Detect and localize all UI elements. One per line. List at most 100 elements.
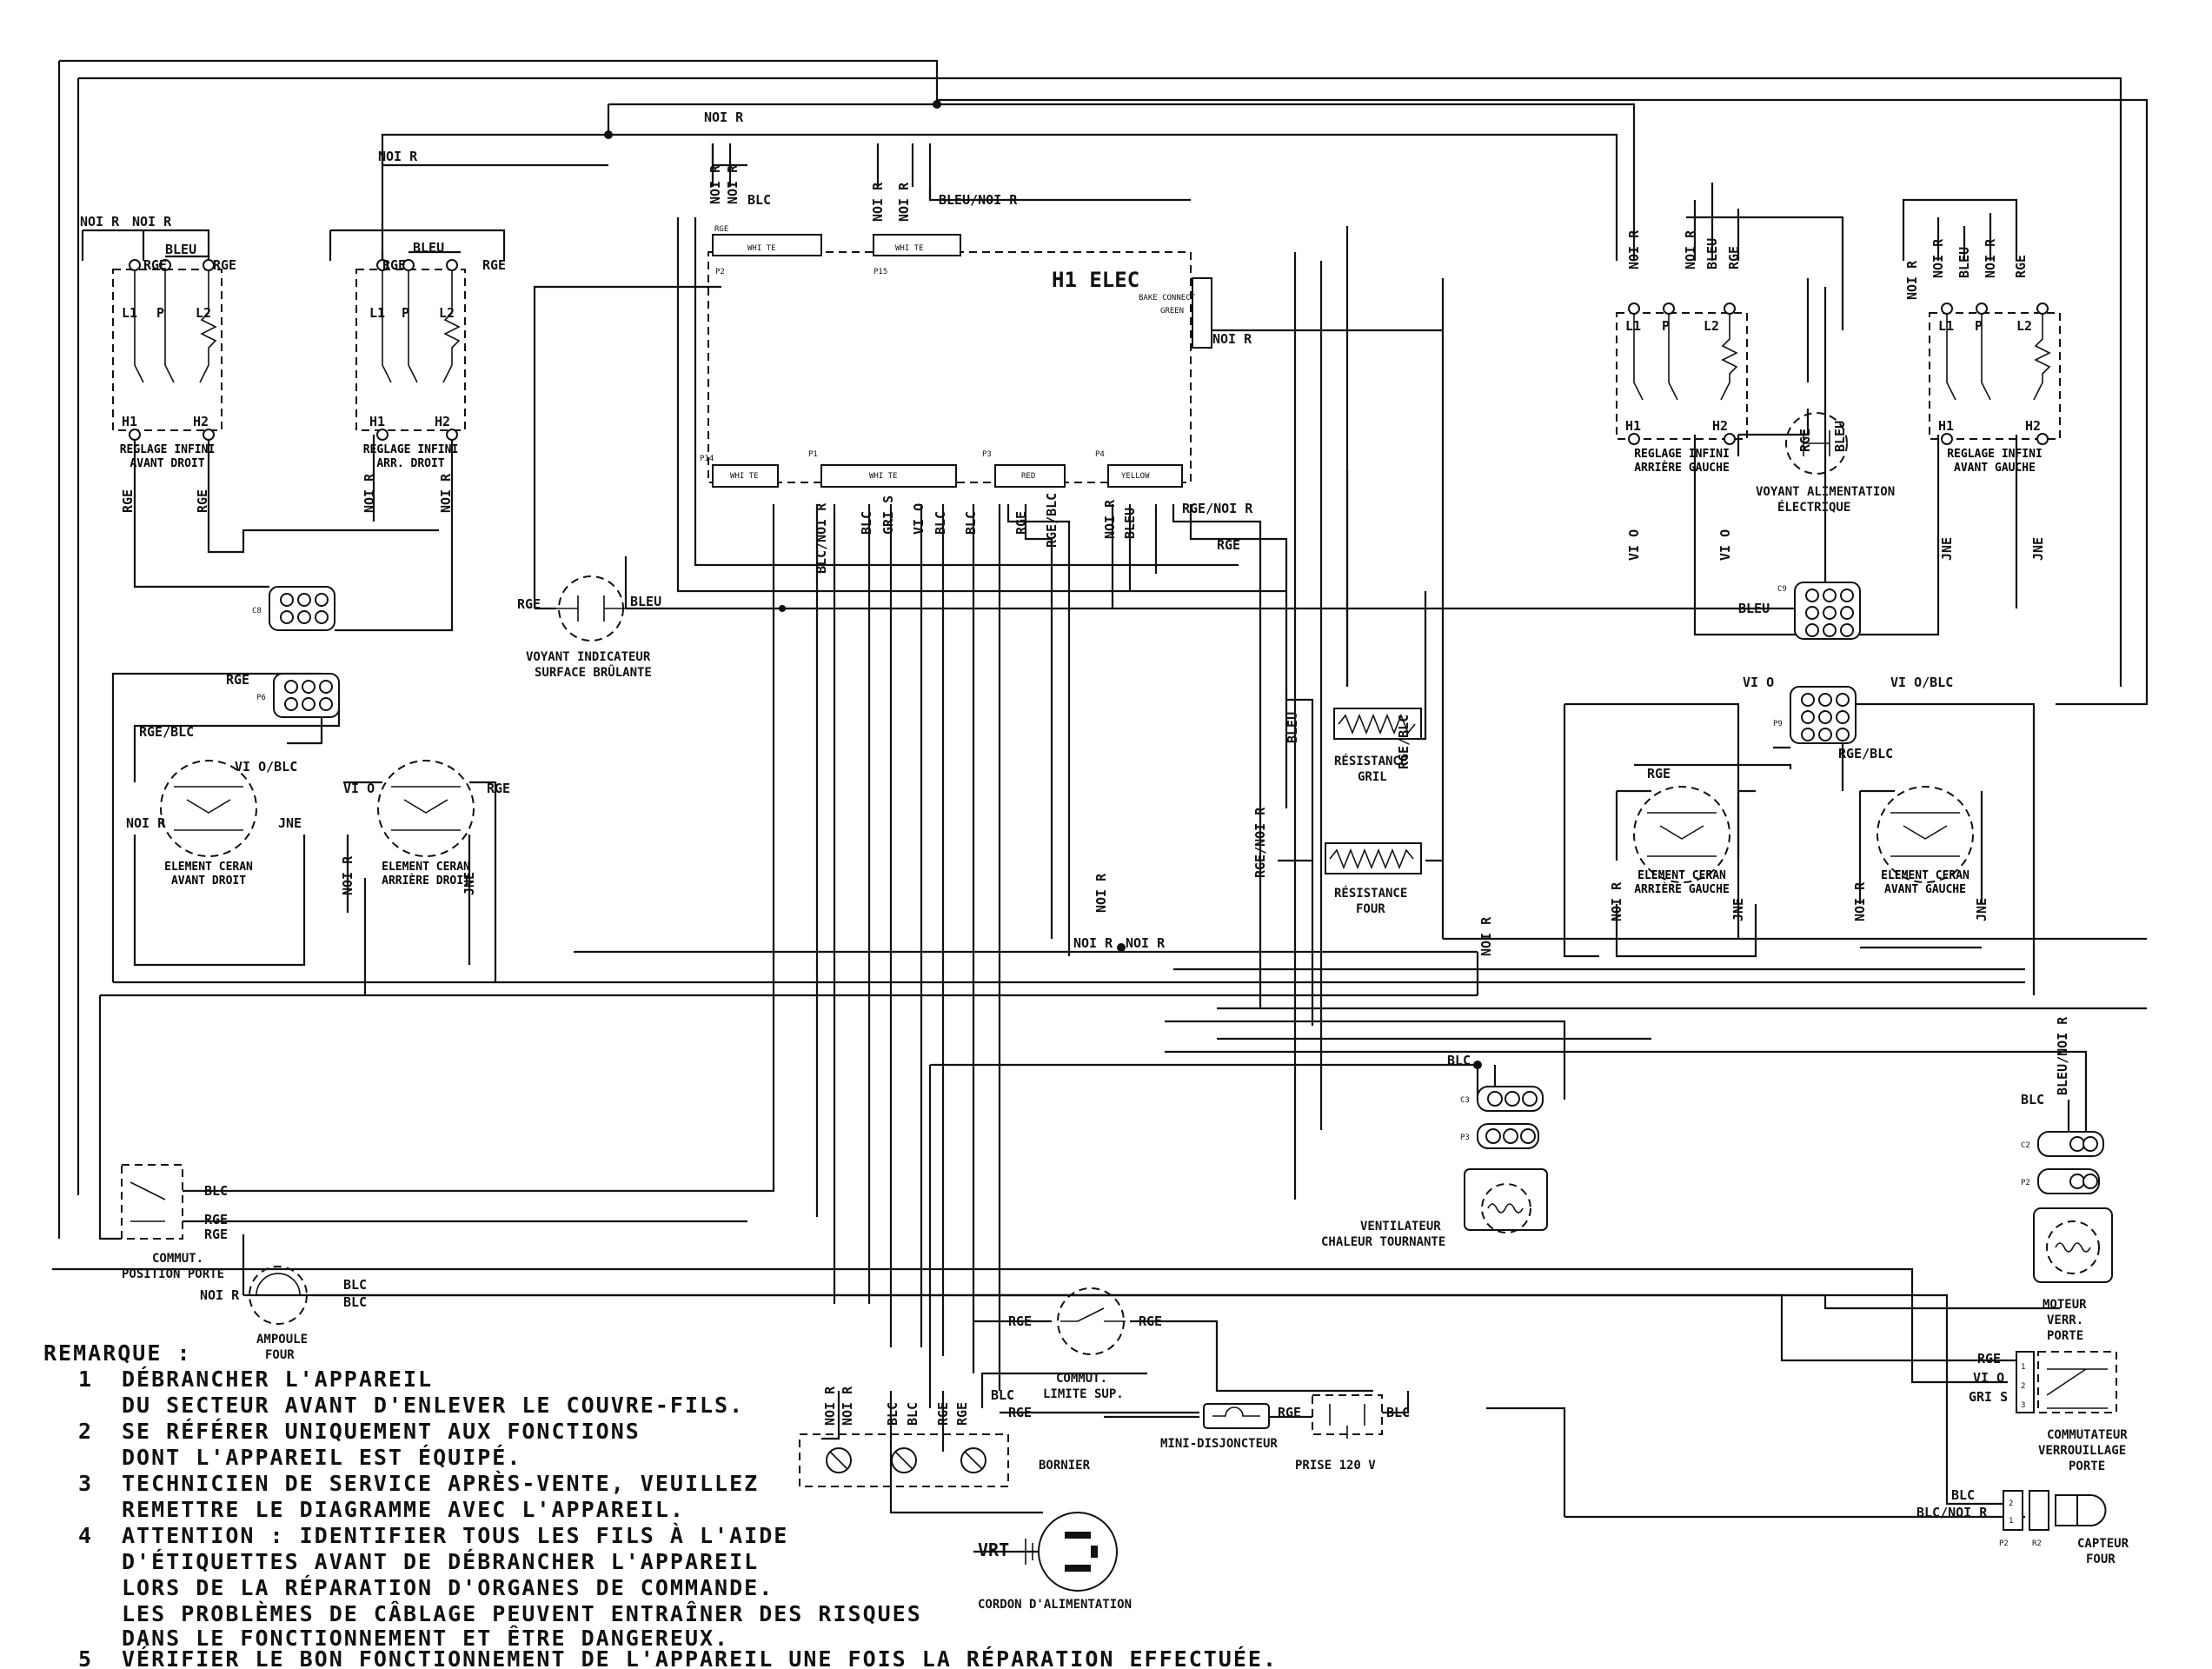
wire-label-noir: NOI R bbox=[1852, 881, 1868, 921]
wire-label-rge-noir: RGE/NOI R bbox=[1182, 501, 1253, 516]
wire-label-noir: NOI R bbox=[1478, 916, 1494, 956]
capteur-line2: FOUR bbox=[2086, 1553, 2116, 1566]
moteur-line2: VERR. bbox=[2047, 1313, 2083, 1327]
wire-label-rge: RGE bbox=[935, 1402, 951, 1426]
wire-label-rge: RGE bbox=[195, 489, 210, 513]
wire-label-vio: VI O bbox=[343, 781, 375, 796]
wire-label-rge: RGE bbox=[2013, 255, 2029, 278]
wire-label-rge-blc: RGE/BLC bbox=[139, 724, 194, 740]
voyant-alim-line2: ÉLECTRIQUE bbox=[1777, 500, 1850, 515]
wire-label-noir: NOI R bbox=[1930, 238, 1946, 278]
junction-dots bbox=[604, 100, 1482, 1069]
switch-h2-label: H2 bbox=[435, 414, 450, 429]
wire-label-noir: NOI R bbox=[200, 1287, 240, 1303]
wire-label-bleu-noir: BLEU/NOI R bbox=[939, 192, 1018, 208]
wire-label-gris: GRI S bbox=[880, 495, 896, 535]
wire-label-blc: BLC bbox=[1951, 1487, 1975, 1503]
switch-p-label: P bbox=[1662, 318, 1670, 334]
wire-label-blc: BLC bbox=[963, 511, 979, 535]
c3-label: C3 bbox=[1460, 1096, 1470, 1105]
wire-label-rge: RGE bbox=[954, 1402, 970, 1426]
wire-label-rge: RGE bbox=[204, 1212, 228, 1227]
p4-label: P4 bbox=[1095, 450, 1105, 459]
connector-p6: P6 bbox=[256, 673, 340, 718]
resistance-four-line1: RÉSISTANCE bbox=[1334, 886, 1407, 901]
wire-label-bleu: BLEU bbox=[1956, 247, 1972, 278]
switch-caption: RÉGLAGE INFINI AVANT GAUCHE bbox=[1947, 448, 2043, 475]
commut-limite-sup: COMMUT. LIMITE SUP. bbox=[1043, 1287, 1126, 1401]
wire-label-rge: RGE bbox=[1647, 766, 1671, 781]
limite-line2: LIMITE SUP. bbox=[1043, 1387, 1124, 1401]
wire-label-vio-blc: VI O/BLC bbox=[235, 759, 297, 775]
switch-l2-label: L2 bbox=[1704, 318, 1719, 334]
ventilateur-chaleur-tournante: C3 P3 VENTILATEUR CHALEUR TOURNANTE bbox=[1321, 1086, 1548, 1249]
commut-position-porte: COMMUT. POSITION PORTE bbox=[121, 1164, 224, 1281]
wire-label-noir: NOI R bbox=[1102, 499, 1118, 539]
wire-label-noir: NOI R bbox=[1626, 229, 1642, 269]
svg-text:3: 3 bbox=[2021, 1401, 2025, 1410]
commut-porte-line1: COMMUT. bbox=[152, 1252, 203, 1266]
wire-label-bleu: BLEU bbox=[630, 594, 661, 609]
wire-label-rge: RGE bbox=[517, 596, 541, 612]
note-line: ATTENTION : IDENTIFIER TOUS LES FILS À L… bbox=[122, 1523, 788, 1548]
element-ceran-arriere-droit: ÉLÉMENT CERAN ARRIÈRE DROIT bbox=[377, 760, 475, 888]
resistance-gril-line2: GRIL bbox=[1358, 770, 1387, 784]
wire-label-noir: NOI R bbox=[132, 214, 172, 229]
c2-label: C2 bbox=[2021, 1141, 2030, 1150]
wire-label-rge-blc: RGE/BLC bbox=[1838, 746, 1893, 761]
wire-label-gris: GRI S bbox=[1969, 1389, 2008, 1405]
wire-label-rge-blc: RGE/BLC bbox=[1044, 493, 1060, 548]
switch-l1-label: L1 bbox=[1938, 318, 1954, 334]
verrou-line3: PORTE bbox=[2069, 1460, 2105, 1473]
wire-label-bleu: BLEU bbox=[1738, 601, 1770, 616]
wire-label-noir: NOI R bbox=[378, 149, 418, 164]
switch-h1-label: H1 bbox=[122, 414, 137, 429]
moteur-line3: PORTE bbox=[2047, 1329, 2083, 1343]
wire-label-blc-noir: BLC/NOI R bbox=[1916, 1505, 1988, 1520]
wire-label-jne: JNE bbox=[1939, 537, 1955, 561]
element-ceran-avant-gauche: ÉLÉMENT CERAN AVANT GAUCHE bbox=[1877, 786, 1974, 896]
wire-label-vio: VI O bbox=[911, 503, 927, 535]
switch-caption: RÉGLAGE INFINI ARR. DROIT bbox=[362, 443, 459, 470]
prise-120v: PRISE 120 V bbox=[1295, 1394, 1383, 1473]
p1-label: P1 bbox=[808, 450, 818, 459]
ampoule-four: AMPOULE FOUR bbox=[249, 1266, 308, 1362]
voyant-surface-line2: SURFACE BRÛLANTE bbox=[535, 664, 652, 680]
wire-label-rge: RGE bbox=[120, 489, 136, 513]
note-line: DU SECTEUR AVANT D'ENLEVER LE COUVRE-FIL… bbox=[122, 1393, 744, 1418]
verrou-line1: COMMUTATEUR bbox=[2047, 1428, 2128, 1442]
connector-p9: P9 bbox=[1773, 686, 1857, 744]
wire-label-rge: RGE bbox=[1008, 1405, 1032, 1420]
wire-label-noir: NOI R bbox=[1093, 873, 1109, 913]
resistance-four-line2: FOUR bbox=[1356, 902, 1385, 916]
wire-label-rge: RGE bbox=[382, 257, 406, 273]
wire-label-vio: VI O bbox=[1743, 675, 1774, 690]
wire-label-rge: RGE bbox=[143, 257, 167, 273]
notes-title: REMARQUE : bbox=[43, 1340, 192, 1366]
ventilateur-line1: VENTILATEUR bbox=[1360, 1220, 1441, 1233]
p9-label: P9 bbox=[1773, 720, 1783, 728]
bake-connect-label: BAKE CONNECT bbox=[1139, 294, 1196, 303]
p2-label: P2 bbox=[2021, 1179, 2030, 1187]
vrt-label: VRT bbox=[978, 1539, 1009, 1560]
wire-label-noir: NOI R bbox=[80, 214, 120, 229]
wire-label-noir: NOI R bbox=[1904, 260, 1920, 300]
wire-label-noir: NOI R bbox=[1683, 229, 1698, 269]
resistance-gril: RÉSISTANCE GRIL bbox=[1333, 708, 1422, 784]
switch-h2-label: H2 bbox=[193, 414, 209, 429]
wire-label-jne: JNE bbox=[278, 815, 302, 831]
wire-label-rge-noir: RGE/NOI R bbox=[1252, 807, 1268, 878]
element-caption: ÉLÉMENT CERAN ARRIÈRE GAUCHE bbox=[1634, 869, 1730, 896]
note-number: 2 bbox=[78, 1419, 93, 1444]
wire-label-blc: BLC bbox=[343, 1277, 367, 1293]
wire-label-jne: JNE bbox=[1974, 898, 1989, 921]
white-label: WHI TE bbox=[895, 244, 924, 253]
voyant-surface-line1: VOYANT INDICATEUR bbox=[526, 650, 651, 664]
wire-label-blc-noir: BLC/NOI R bbox=[814, 502, 829, 574]
svg-text:1: 1 bbox=[2021, 1363, 2025, 1372]
switch-p-label: P bbox=[1975, 318, 1983, 334]
switch-l2-label: L2 bbox=[2016, 318, 2032, 334]
p14-label: P14 bbox=[700, 455, 714, 463]
wire-label-blc: BLC bbox=[859, 511, 874, 535]
wire-label-blc: BLC bbox=[747, 192, 771, 208]
